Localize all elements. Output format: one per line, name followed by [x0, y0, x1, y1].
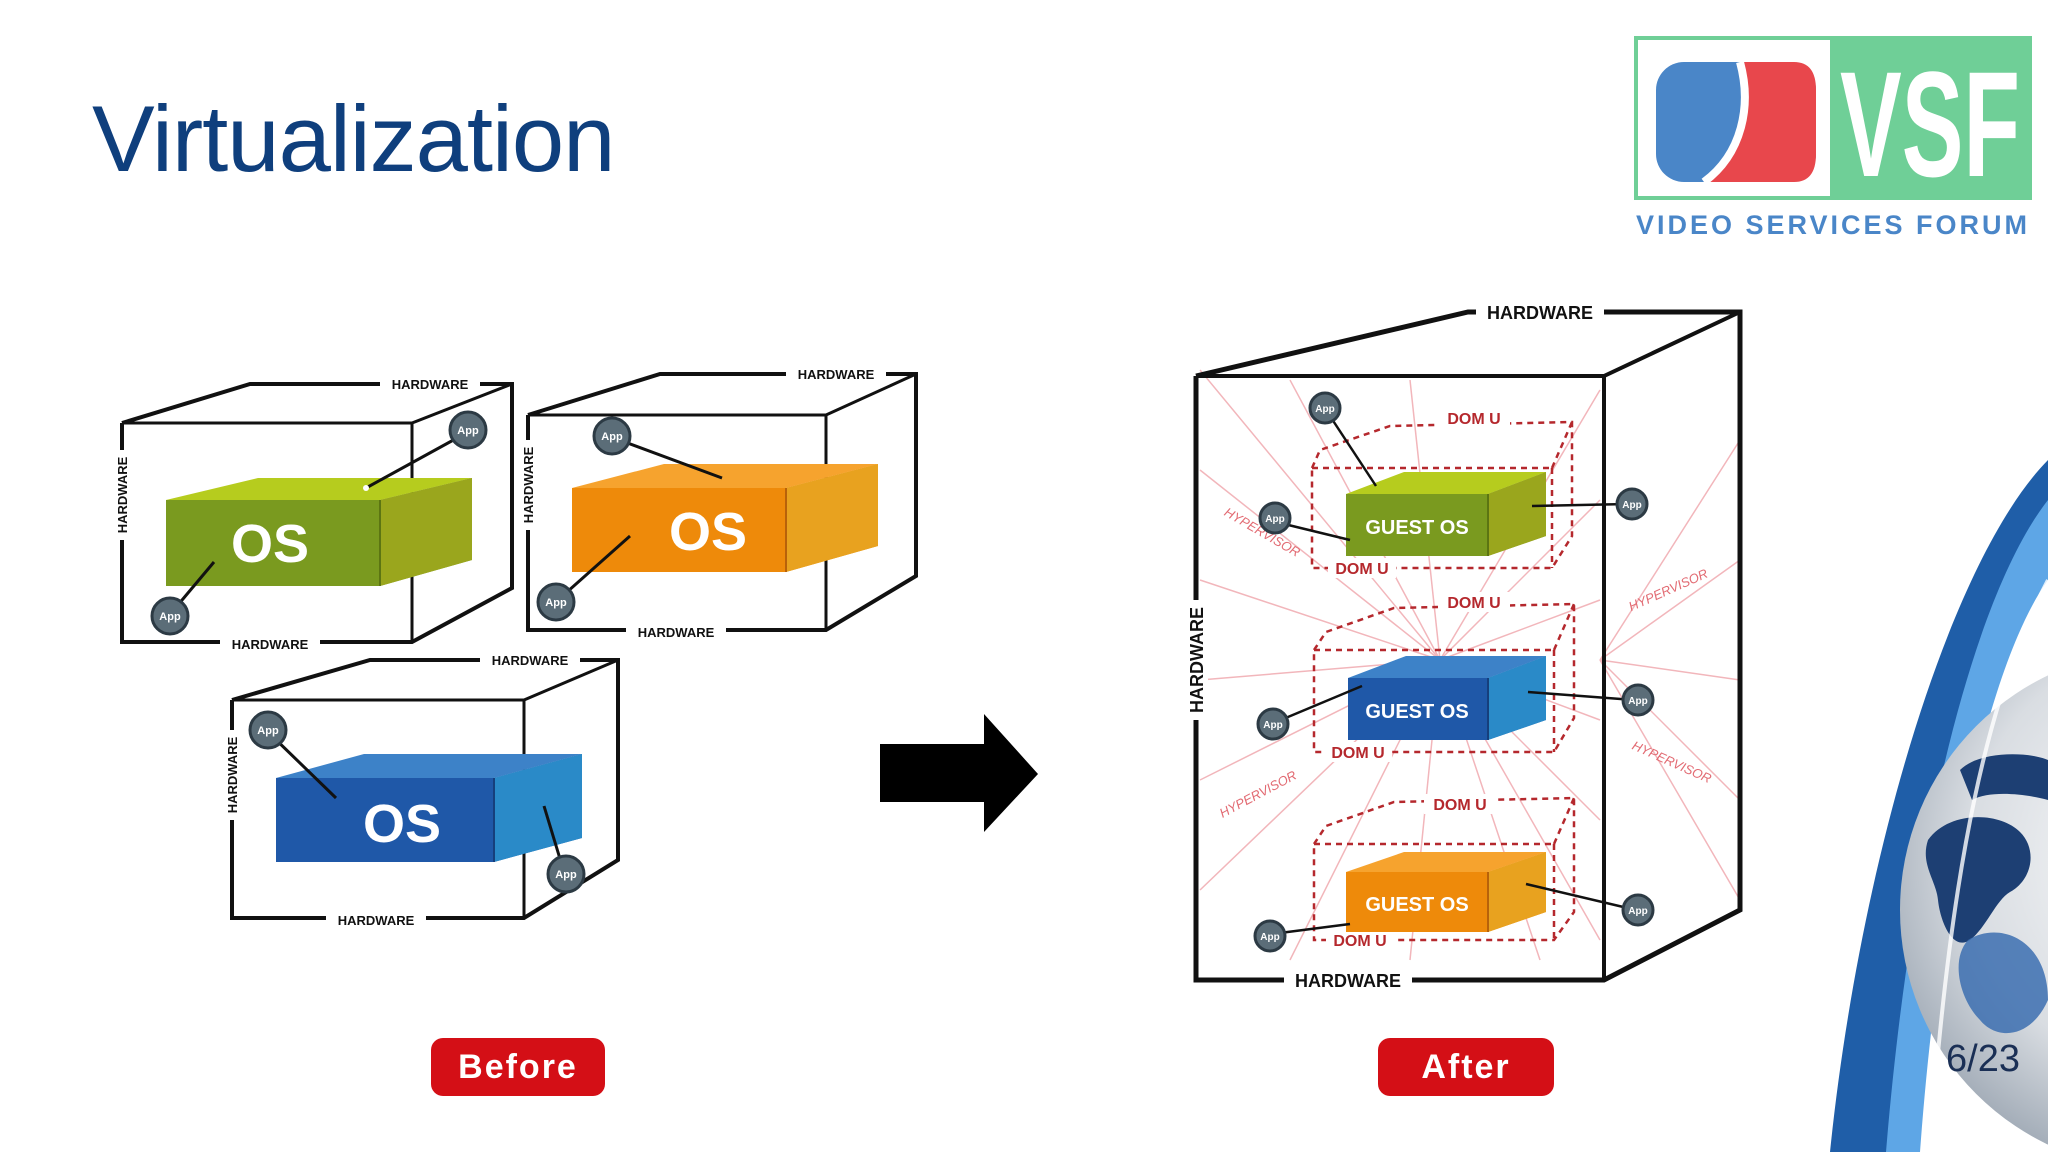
- guest-os-label: GUEST OS: [1365, 701, 1468, 723]
- hardware-label-bg: [380, 374, 480, 392]
- os-label: OS: [363, 794, 441, 854]
- vsf-logo-text: VSF: [1840, 40, 2020, 206]
- app-label: App: [1265, 514, 1284, 525]
- hardware-label: HARDWARE: [1187, 607, 1207, 713]
- dom-u-label: DOM U: [1433, 797, 1486, 814]
- globe-decoration: [1830, 460, 2048, 1152]
- hardware-label: HARDWARE: [225, 736, 240, 813]
- app-label: App: [1315, 404, 1334, 415]
- app-label: App: [1260, 932, 1279, 943]
- after-label: After: [1378, 1038, 1554, 1096]
- guest-os-label: GUEST OS: [1365, 894, 1468, 916]
- hardware-label: HARDWARE: [338, 913, 415, 928]
- transition-arrow: [880, 714, 1038, 832]
- os-label: OS: [669, 502, 747, 562]
- guest-os-1: DOM U DOM U GUEST OS App App App: [1258, 391, 1649, 578]
- hardware-label: HARDWARE: [392, 377, 469, 392]
- hardware-label: HARDWARE: [492, 653, 569, 668]
- os-label: OS: [231, 514, 309, 574]
- page-number: 6/23: [1946, 1038, 2020, 1080]
- hardware-label: HARDWARE: [638, 625, 715, 640]
- hardware-label: HARDWARE: [1295, 971, 1401, 991]
- hardware-label: HARDWARE: [232, 637, 309, 652]
- app-label: App: [1628, 696, 1647, 707]
- hardware-label: HARDWARE: [521, 446, 536, 523]
- guest-os-label: GUEST OS: [1365, 517, 1468, 539]
- app-label: App: [257, 725, 279, 737]
- hardware-label: HARDWARE: [1487, 303, 1593, 323]
- dom-u-label: DOM U: [1331, 745, 1384, 762]
- vsf-logo: VSF: [1634, 36, 2034, 246]
- app-label: App: [159, 611, 181, 623]
- hardware-box-2: HARDWARE HARDWARE HARDWARE OS App App: [520, 364, 918, 640]
- vsf-logo-caption: VIDEO SERVICES FORUM: [1635, 210, 2031, 240]
- app-label: App: [457, 425, 479, 437]
- app-label: App: [545, 597, 567, 609]
- hardware-cabinet: HARDWARE HARDWARE HARDWARE: [1186, 300, 1743, 992]
- app-label: App: [1263, 720, 1282, 731]
- app-label: App: [601, 431, 623, 443]
- dom-u-label: DOM U: [1335, 561, 1388, 578]
- before-label: Before: [431, 1038, 605, 1096]
- hypervisor-label: HYPERVISOR: [1217, 767, 1299, 820]
- dom-u-label: DOM U: [1447, 595, 1500, 612]
- after-diagram: HARDWARE HARDWARE HARDWARE HYPERVISOR HY…: [1186, 300, 1743, 992]
- before-diagram: HARDWARE HARDWARE HARDWARE OS App App HA…: [114, 364, 918, 928]
- app-label: App: [1622, 500, 1641, 511]
- dom-u-label: DOM U: [1447, 411, 1500, 428]
- dom-u-label: DOM U: [1333, 933, 1386, 950]
- vsf-logo-mark: VSF: [1634, 36, 2032, 208]
- hardware-label: HARDWARE: [798, 367, 875, 382]
- hardware-box-1: HARDWARE HARDWARE HARDWARE OS App App: [114, 374, 514, 652]
- hardware-label: HARDWARE: [115, 456, 130, 533]
- guest-os-3: DOM U DOM U GUEST OS App App: [1253, 794, 1655, 953]
- guest-os-2: DOM U DOM U GUEST OS App App: [1256, 592, 1655, 762]
- slide-title: Virtualization: [92, 86, 615, 191]
- hardware-box-3: HARDWARE HARDWARE HARDWARE OS App App: [224, 650, 620, 928]
- app-label: App: [1628, 906, 1647, 917]
- app-label: App: [555, 869, 577, 881]
